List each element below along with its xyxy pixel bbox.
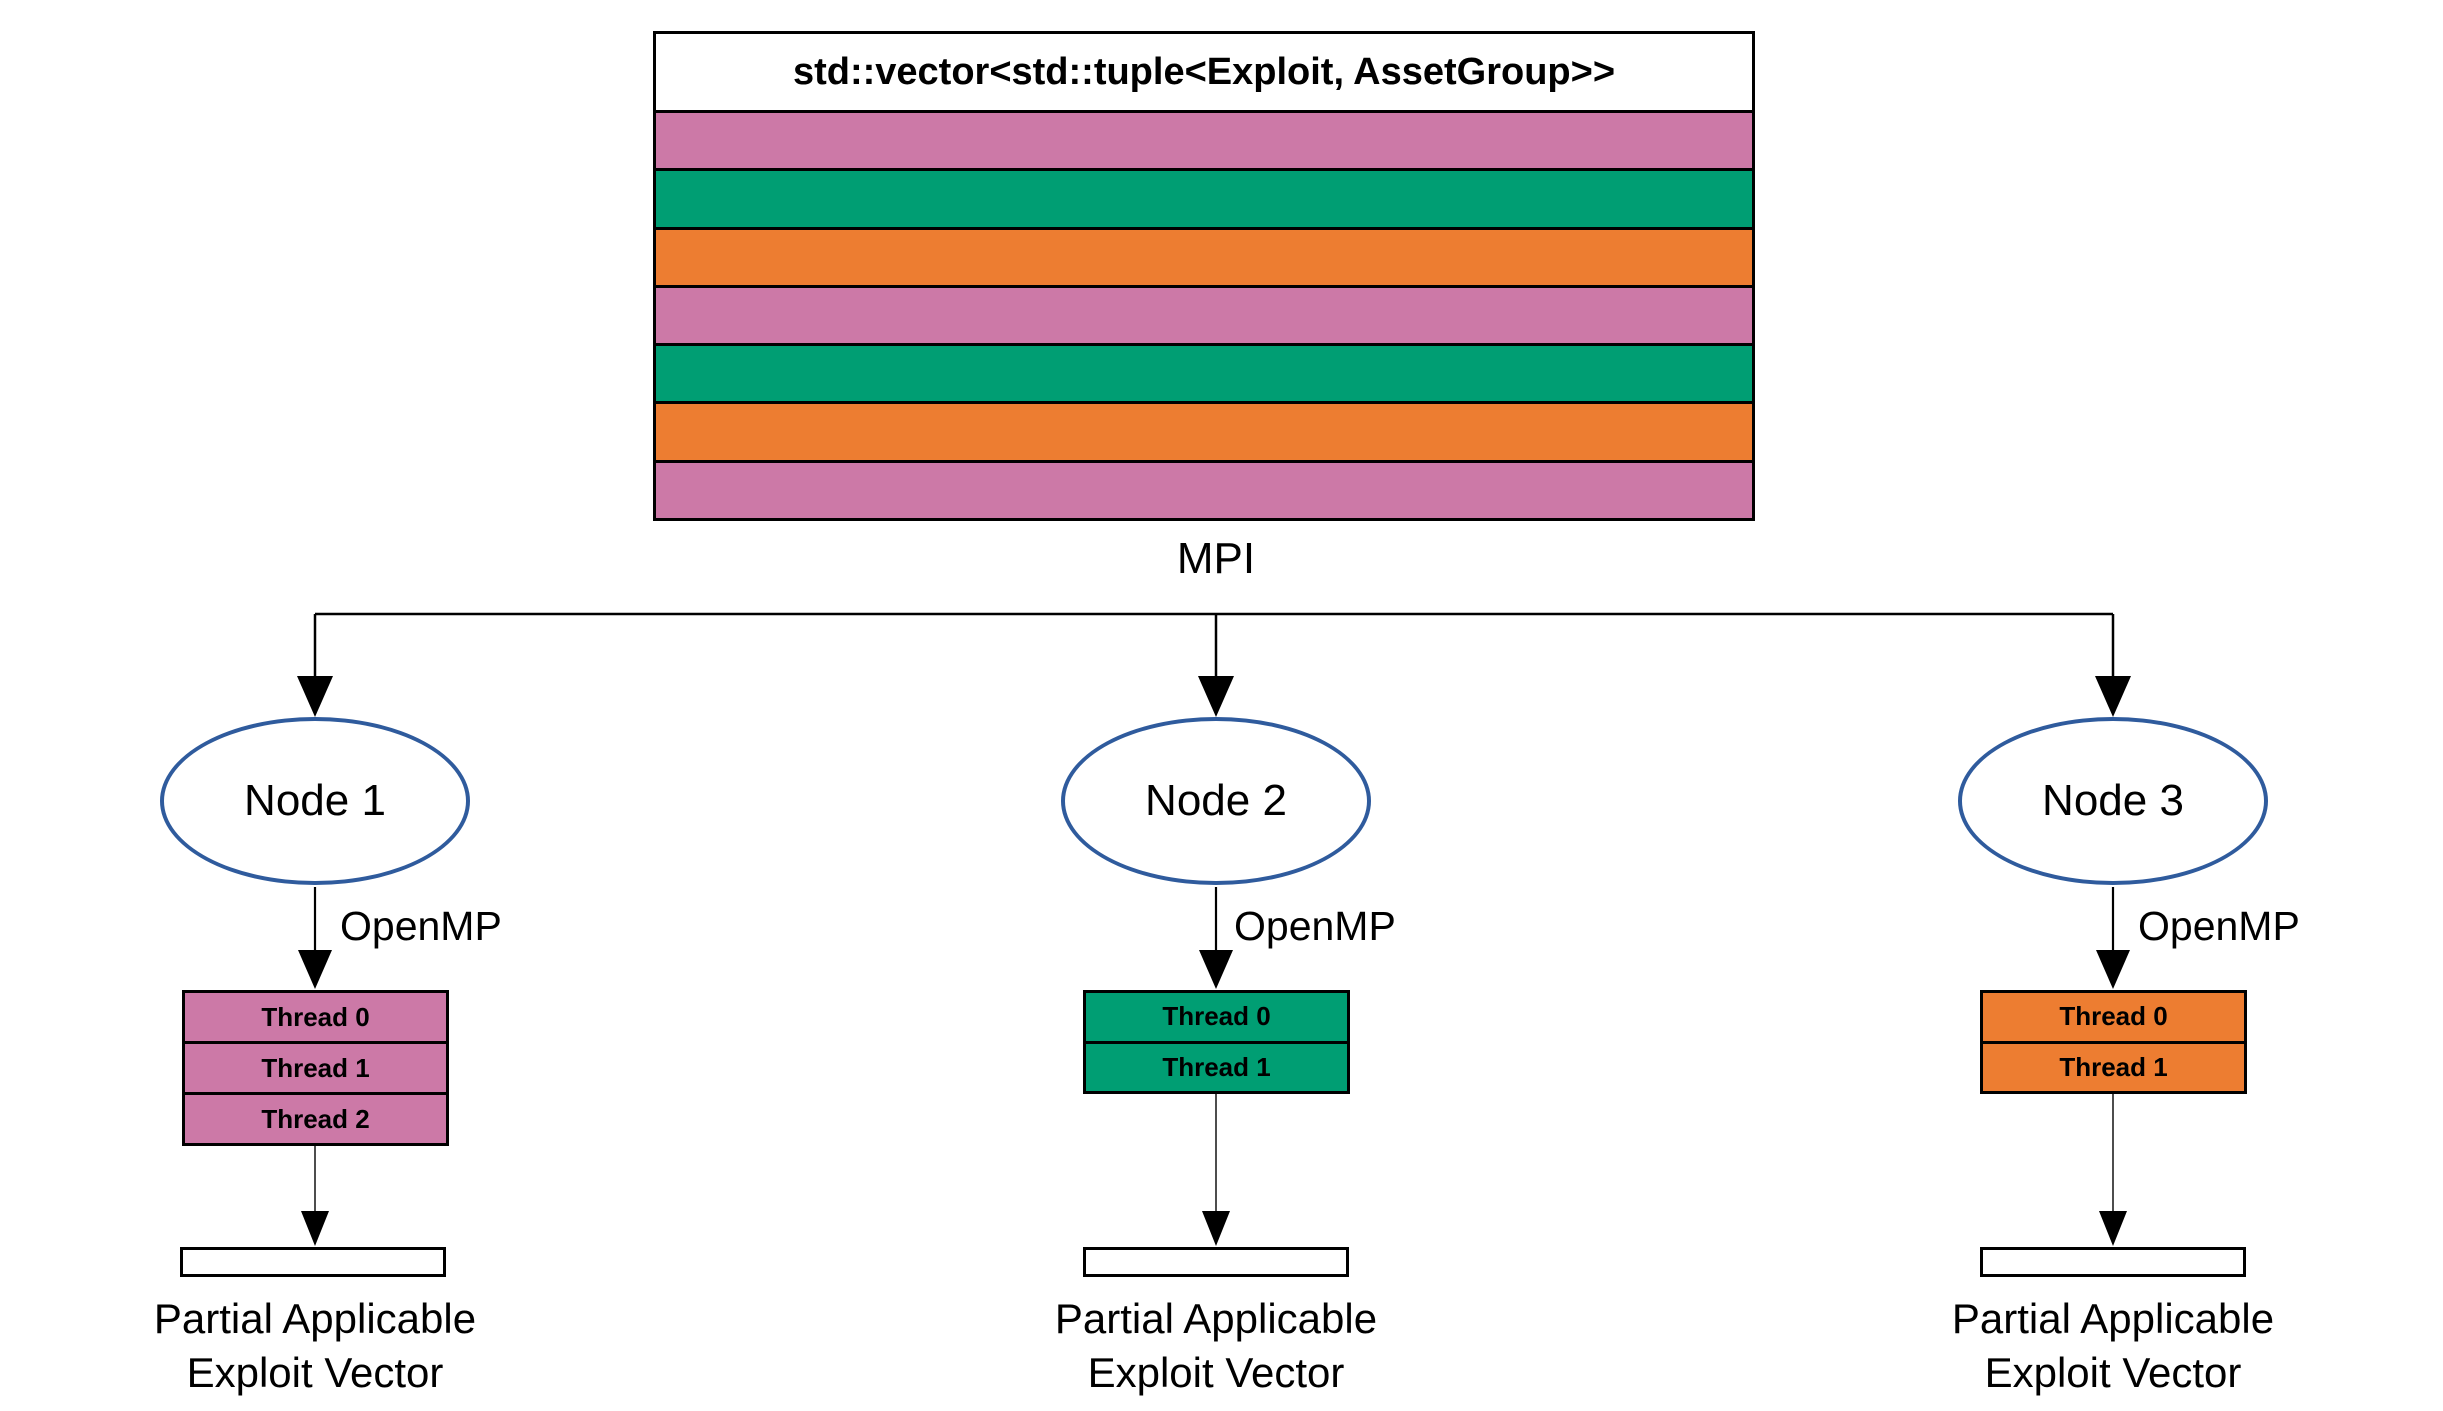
openmp-label-2: OpenMP [1234,903,1396,949]
vector-stripe [656,462,1752,518]
thread-label: Thread 1 [2059,1051,2168,1082]
thread-row: Thread 1 [1983,1043,2244,1091]
vector-stripes [656,113,1752,518]
thread-row: Thread 0 [185,993,446,1044]
output-vector-box-2 [1083,1247,1349,1277]
thread-label: Thread 0 [1162,1001,1271,1032]
node-ellipse-2: Node 2 [1061,717,1371,885]
output-vector-box-3 [1980,1247,2246,1277]
vector-stripe [656,229,1752,288]
thread-row: Thread 0 [1983,993,2244,1044]
output-label-2: Partial Applicable Exploit Vector [866,1292,1566,1400]
thread-label: Thread 1 [1162,1051,1271,1082]
output-vector-box-1 [180,1247,446,1277]
thread-label: Thread 1 [261,1052,370,1083]
thread-row: Thread 1 [1086,1043,1347,1091]
node-label: Node 2 [1145,776,1287,825]
vector-box-title: std::vector<std::tuple<Exploit, AssetGro… [656,34,1752,113]
mpi-label: MPI [1176,534,1256,583]
node-label: Node 3 [2042,776,2184,825]
output-label-line: Partial Applicable [153,1295,477,1342]
thread-stack-3: Thread 0 Thread 1 [1980,990,2247,1094]
output-label-line: Exploit Vector [186,1349,444,1396]
output-label-line: Exploit Vector [1087,1349,1345,1396]
vector-stripe [656,287,1752,347]
vector-stripe [656,346,1752,405]
thread-stack-2: Thread 0 Thread 1 [1083,990,1350,1094]
thread-label: Thread 2 [261,1103,370,1134]
output-label-line: Exploit Vector [1984,1349,2242,1396]
node-ellipse-3: Node 3 [1958,717,2268,885]
vector-stripe [656,404,1752,463]
output-label-1: Partial Applicable Exploit Vector [0,1292,665,1400]
output-label-line: Partial Applicable [1054,1295,1378,1342]
node-ellipse-1: Node 1 [160,717,470,885]
output-label-line: Partial Applicable [1951,1295,2275,1342]
openmp-label-1: OpenMP [340,903,502,949]
thread-row: Thread 2 [185,1095,446,1143]
thread-label: Thread 0 [261,1001,370,1032]
output-label-3: Partial Applicable Exploit Vector [1763,1292,2443,1400]
thread-label: Thread 0 [2059,1001,2168,1032]
thread-stack-1: Thread 0 Thread 1 Thread 2 [182,990,449,1146]
openmp-label-3: OpenMP [2138,903,2300,949]
thread-row: Thread 0 [1086,993,1347,1044]
thread-row: Thread 1 [185,1044,446,1095]
vector-stripe [656,171,1752,230]
node-label: Node 1 [244,776,386,825]
vector-stripe [656,113,1752,172]
vector-box: std::vector<std::tuple<Exploit, AssetGro… [653,31,1755,521]
